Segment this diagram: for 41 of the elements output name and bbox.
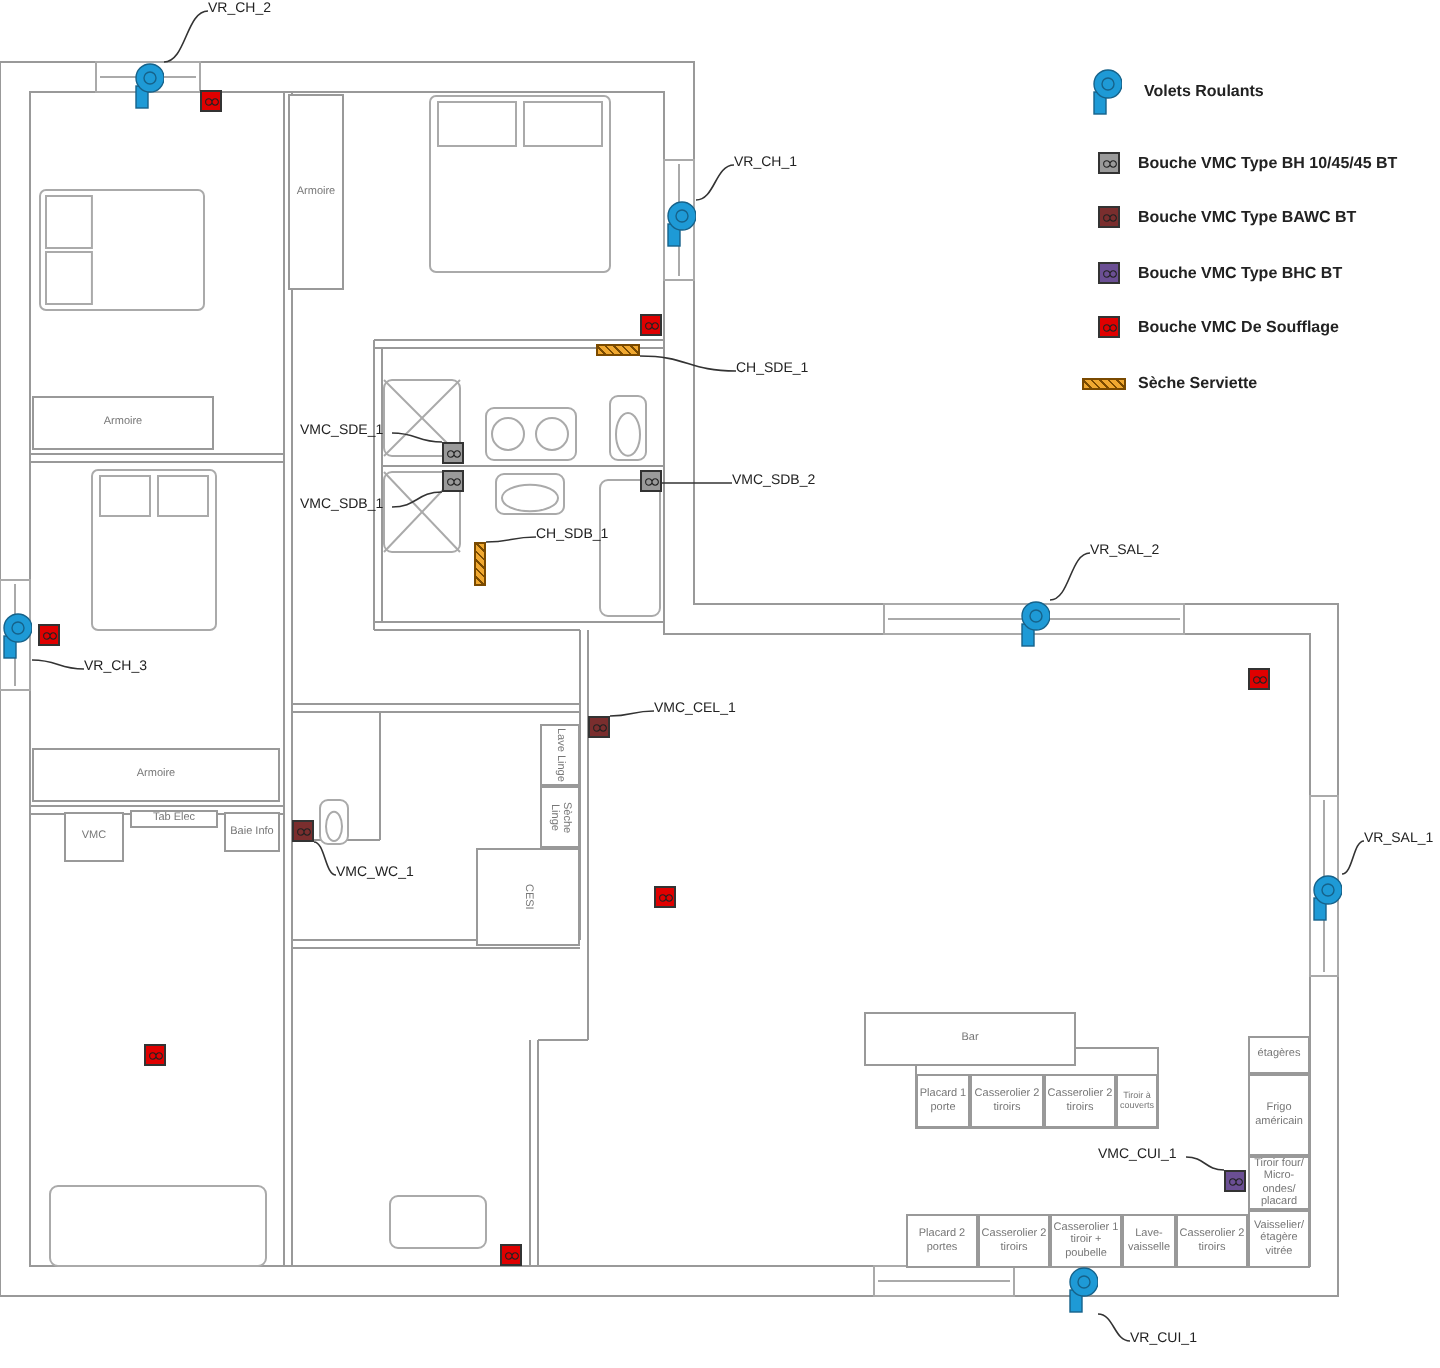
shutter-icon	[1018, 600, 1050, 648]
vent-icon	[1248, 668, 1270, 690]
legend-label: Bouche VMC Type BAWC BT	[1138, 208, 1357, 226]
leader-line	[1185, 1156, 1225, 1171]
legend-label: Bouche VMC De Soufflage	[1138, 318, 1339, 336]
leader-line	[391, 491, 443, 508]
towel-rail-icon	[596, 344, 640, 356]
vent-icon	[1224, 1170, 1246, 1192]
leader-line	[609, 710, 655, 717]
vent-icon	[500, 1244, 522, 1266]
legend-label: Sèche Serviette	[1138, 374, 1258, 392]
leader-line	[1049, 552, 1091, 601]
legend-label: Bouche VMC Type BH 10/45/45 BT	[1138, 154, 1398, 172]
vent-icon	[654, 886, 676, 908]
leader-line	[163, 10, 209, 63]
leader-line	[31, 659, 85, 670]
vent-icon	[200, 90, 222, 112]
shutter-icon	[1310, 874, 1342, 922]
towel-rail-icon	[474, 542, 486, 586]
leader-line	[1097, 1313, 1131, 1342]
leader-line	[313, 841, 337, 876]
vent-icon	[640, 314, 662, 336]
leader-line	[695, 164, 735, 201]
vent-icon	[442, 442, 464, 464]
leader-line	[639, 355, 737, 372]
shutter-icon	[132, 62, 164, 110]
vent-icon	[38, 624, 60, 646]
leader-line	[661, 482, 733, 484]
leader-line	[391, 432, 443, 443]
vent-icon	[640, 470, 662, 492]
leader-line	[485, 536, 537, 543]
vent-icon	[292, 820, 314, 842]
legend-label: Volets Roulants	[1144, 82, 1264, 100]
shutter-icon	[664, 200, 696, 248]
shutter-icon	[0, 612, 32, 660]
shutter-icon	[1066, 1266, 1098, 1314]
vent-icon	[442, 470, 464, 492]
leader-line	[1341, 840, 1365, 875]
vent-icon	[144, 1044, 166, 1066]
legend-label: Bouche VMC Type BHC BT	[1138, 264, 1343, 282]
vent-icon	[588, 716, 610, 738]
